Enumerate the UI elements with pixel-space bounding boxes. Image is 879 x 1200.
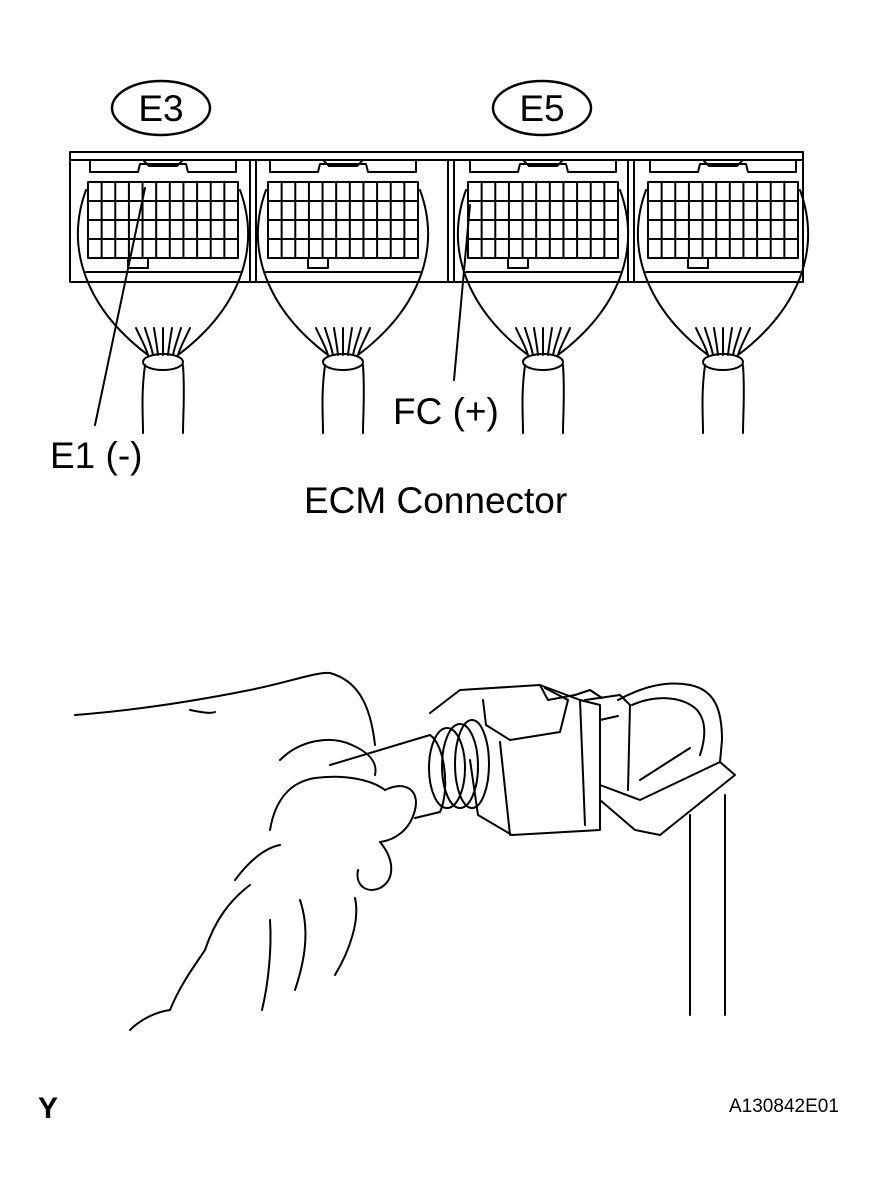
connector-block-b: [257, 159, 429, 434]
fc-leader-line: [453, 204, 471, 381]
pin-label-e1-negative: E1 (-): [50, 435, 143, 476]
corner-mark: Y: [38, 1092, 59, 1125]
connector-badge-e5: E5: [519, 88, 565, 129]
ecm-connector-caption: ECM Connector: [304, 480, 568, 521]
connector-badge-e3: E3: [138, 88, 184, 129]
connector-block-c: [457, 159, 629, 434]
figure-id: A130842E01: [729, 1096, 839, 1117]
ecm-connector-housing: [69, 151, 804, 283]
pin-label-fc-positive: FC (+): [393, 391, 499, 432]
hand-disconnecting-connector-illustration: [74, 671, 736, 1031]
e1-leader-line: [94, 187, 146, 426]
badge-e5-outline: [491, 79, 593, 137]
connector-block-a: [77, 159, 249, 434]
connector-block-d: [637, 159, 809, 434]
badge-e3-outline: [110, 79, 212, 137]
